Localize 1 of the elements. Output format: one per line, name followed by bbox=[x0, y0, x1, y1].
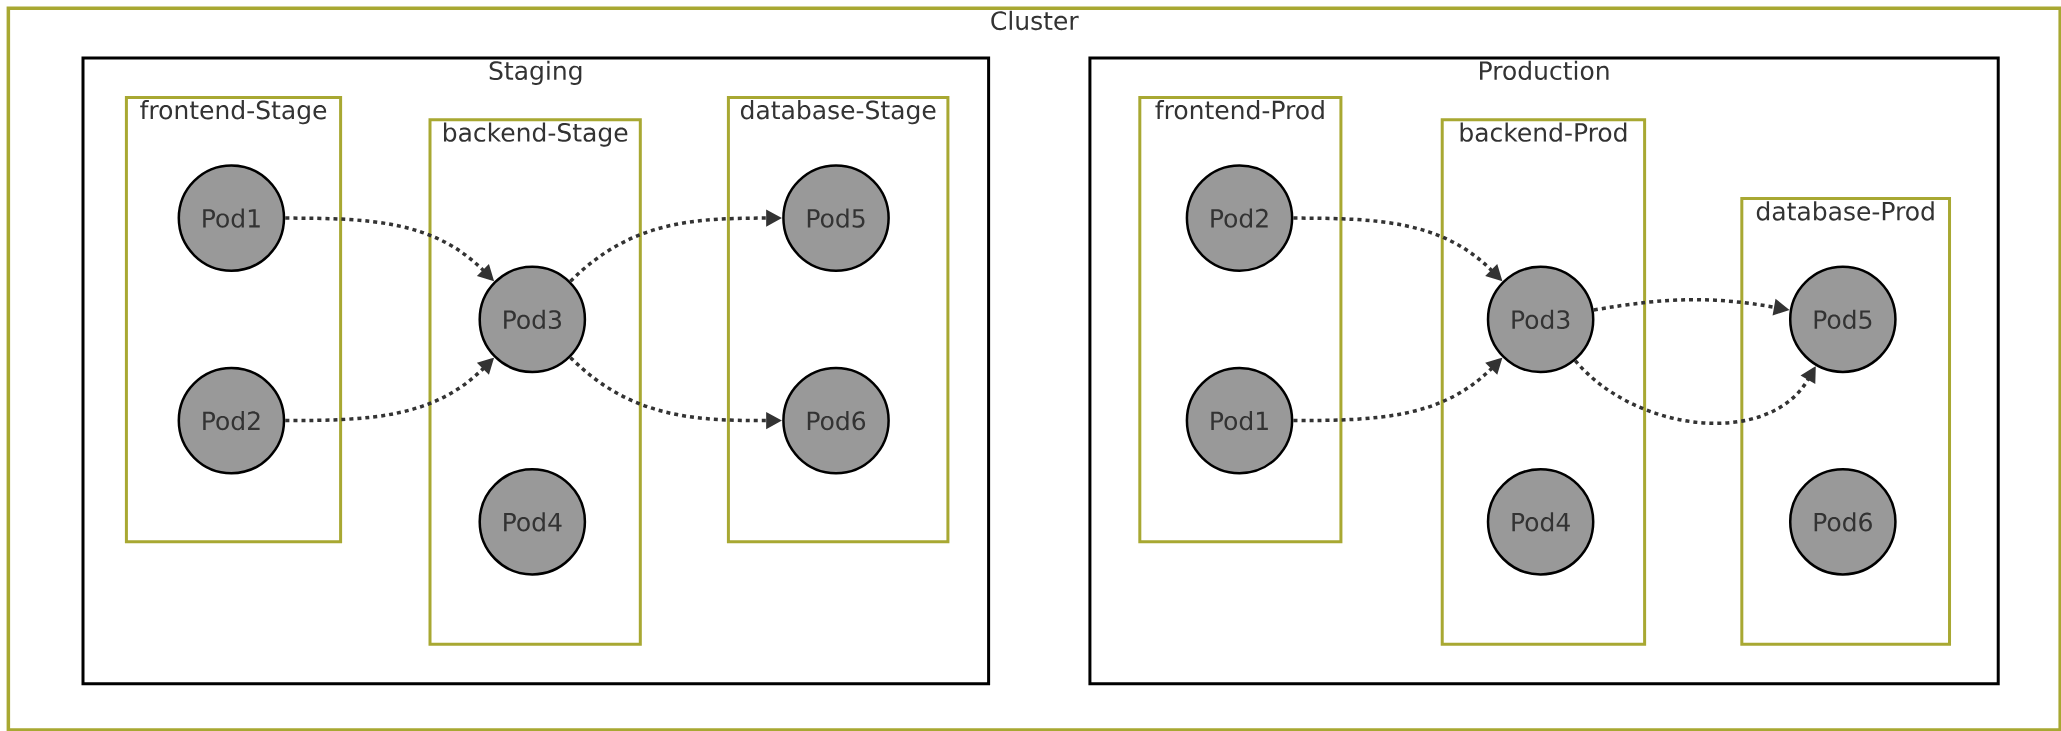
arrow bbox=[1574, 359, 1816, 425]
